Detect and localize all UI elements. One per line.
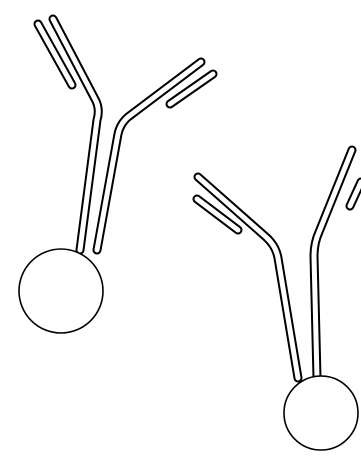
left-antibody-bead [19, 249, 103, 333]
right-antibody-heavy-chain-right-arm-outline [314, 150, 352, 378]
antibody-left [19, 19, 213, 333]
left-antibody-heavy-chain-left-arm-outline [53, 19, 98, 250]
right-antibody-bead [284, 376, 358, 450]
antibody-right [197, 150, 361, 450]
